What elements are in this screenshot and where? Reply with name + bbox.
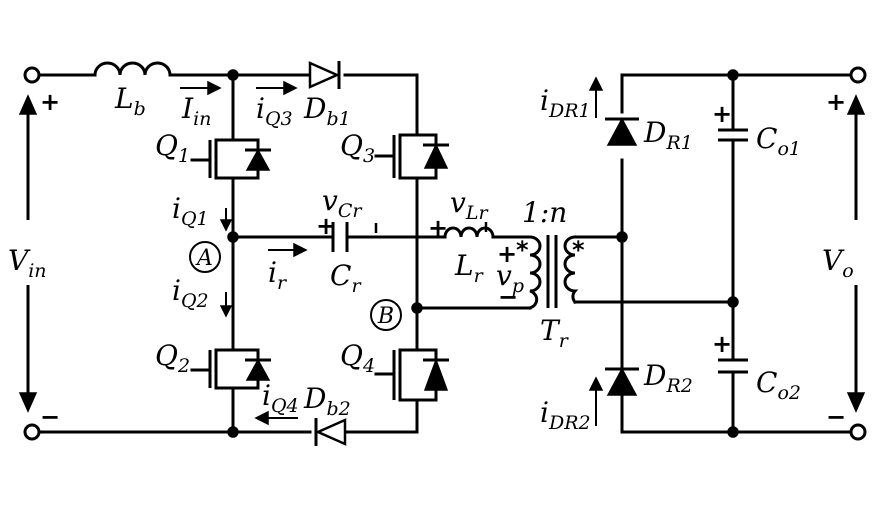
label-tr: Tr	[540, 314, 570, 352]
label-iq2: iQ2	[172, 274, 209, 312]
label-turns-ratio: 1:n	[522, 196, 567, 229]
junction-dot	[228, 70, 238, 80]
inductor-lb	[95, 63, 170, 75]
vo-plus-sign: +	[826, 88, 846, 116]
label-iq3: iQ3	[256, 92, 293, 130]
secondary-dot-mark: *	[572, 236, 585, 264]
node-b-label: B	[377, 304, 394, 329]
label-db1: Db1	[303, 92, 351, 130]
label-idr1: iDR1	[540, 84, 591, 122]
junction-dot	[728, 70, 738, 80]
label-vp: vp	[496, 259, 524, 297]
label-cr: Cr	[330, 259, 362, 297]
label-dr1: DR1	[643, 116, 693, 154]
switch-q2	[192, 350, 271, 388]
label-vlr: vLr	[450, 186, 489, 224]
diode-db1	[310, 61, 339, 89]
junction-dot	[228, 427, 238, 437]
label-co2: Co2	[756, 366, 801, 404]
vlr-plus-sign: +	[428, 214, 448, 242]
label-ir: ir	[268, 256, 288, 294]
label-q1: Q1	[155, 129, 190, 167]
junction-dot	[728, 427, 738, 437]
junction-dot	[228, 232, 238, 242]
label-q2: Q2	[155, 339, 190, 377]
switch-q4	[376, 350, 449, 400]
diode-dr1	[605, 119, 639, 145]
diode-dr2	[605, 369, 639, 395]
switch-q1	[192, 140, 271, 178]
vin-minus-sign: −	[40, 403, 60, 431]
label-vcr: vCr	[322, 184, 363, 222]
vin-plus-sign: +	[40, 88, 60, 116]
label-idr2: iDR2	[540, 396, 591, 434]
vin-negative-terminal	[25, 425, 39, 439]
label-vo: Vo	[822, 244, 854, 282]
diode-db2	[316, 418, 345, 446]
switch-q3	[376, 135, 449, 178]
capacitor-co1	[718, 130, 748, 140]
label-db2: Db2	[303, 382, 351, 420]
label-iin: Iin	[181, 92, 211, 130]
label-iq1: iQ1	[172, 192, 209, 230]
primary-dot-mark: *	[516, 236, 529, 264]
vo-positive-terminal	[851, 68, 865, 82]
vo-voltage-arrow	[848, 96, 864, 411]
label-vin: Vin	[8, 244, 47, 282]
transformer-tr	[530, 235, 575, 308]
node-a-label: A	[195, 246, 213, 271]
label-dr2: DR2	[643, 359, 693, 397]
capacitor-co2	[718, 360, 748, 372]
co2-plus-sign: +	[712, 330, 732, 358]
label-iq4: iQ4	[262, 379, 299, 417]
label-lb: Lb	[114, 82, 146, 120]
junction-dot	[412, 303, 422, 313]
label-q3: Q3	[340, 129, 375, 167]
node-a-marker: A	[190, 242, 220, 272]
co1-plus-sign: +	[712, 100, 732, 128]
junction-dot	[728, 297, 738, 307]
vo-minus-sign: −	[826, 403, 846, 431]
label-co1: Co1	[756, 122, 801, 160]
label-q4: Q4	[340, 339, 375, 377]
label-lr: Lr	[454, 249, 485, 287]
node-b-marker: B	[371, 300, 401, 330]
vo-negative-terminal	[851, 425, 865, 439]
vin-positive-terminal	[25, 68, 39, 82]
junction-dot	[617, 232, 627, 242]
